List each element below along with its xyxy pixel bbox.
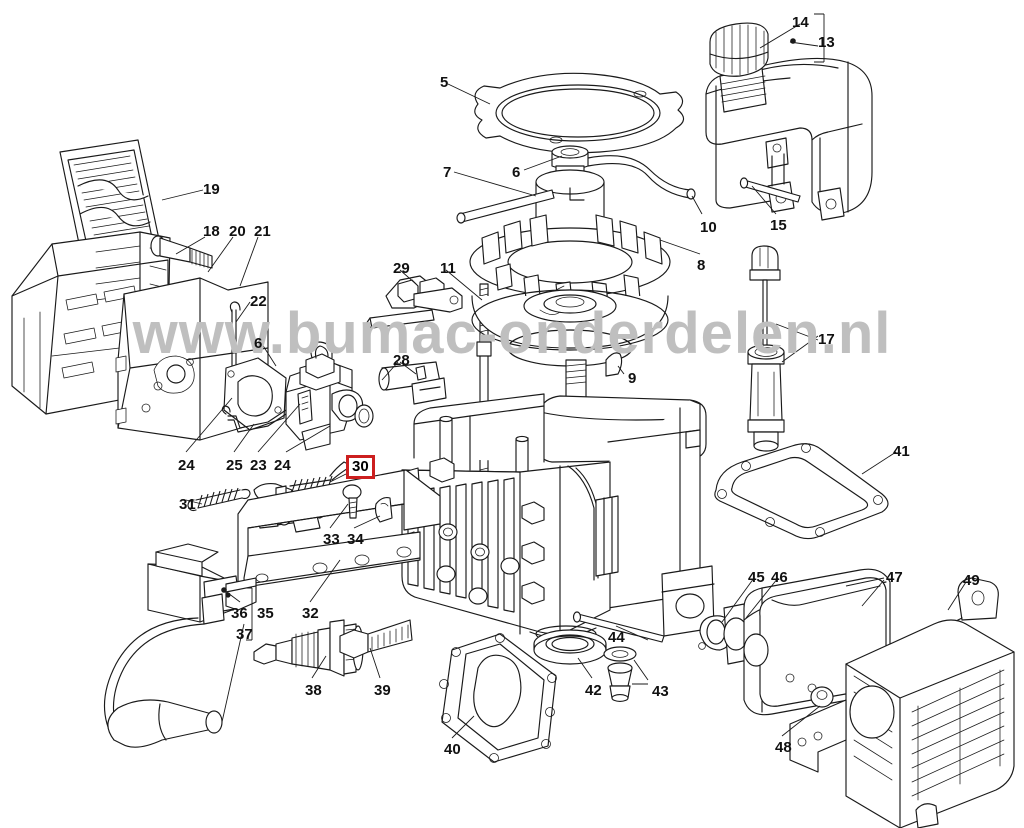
callout-45: 45 — [748, 569, 765, 586]
leader-dot-13 — [790, 38, 796, 44]
callout-29: 29 — [393, 260, 410, 277]
callout-6: 6 — [254, 335, 263, 352]
part-37-spark-plug-boot — [107, 699, 223, 748]
callout-33: 33 — [323, 531, 340, 548]
callout-40: 40 — [444, 741, 461, 758]
part-28-breather-tube — [378, 361, 447, 405]
part-19-air-filter-element — [59, 139, 161, 259]
engine-block — [401, 359, 715, 643]
part-9-key — [605, 352, 623, 377]
callout-24: 24 — [178, 457, 195, 474]
part-49-muffler-guard — [789, 577, 1015, 828]
callout-49: 49 — [963, 572, 980, 589]
part-18-bolt — [150, 235, 213, 269]
callout-25: 25 — [226, 457, 243, 474]
callout-32: 32 — [302, 605, 319, 622]
callout-30-highlighted: 30 — [346, 455, 375, 479]
part-14-fuel-cap — [709, 22, 769, 77]
part-25-insulator-spacer — [221, 405, 287, 433]
part-33-screw — [342, 484, 362, 519]
callout-24: 24 — [274, 457, 291, 474]
callout-44: 44 — [608, 629, 625, 646]
callout-34: 34 — [347, 531, 364, 548]
part-35-ignition-coil-assembly — [103, 543, 257, 748]
callout-15: 15 — [770, 217, 787, 234]
leader-lines — [161, 13, 967, 739]
callout-43: 43 — [652, 683, 669, 700]
callout-11: 11 — [440, 260, 456, 277]
callout-42: 42 — [585, 682, 602, 699]
part-41-sump-gasket — [714, 443, 889, 540]
callout-22: 22 — [250, 293, 267, 310]
callout-8: 8 — [697, 257, 706, 274]
callout-31: 31 — [179, 496, 196, 513]
callout-39: 39 — [374, 682, 391, 699]
callout-47: 47 — [886, 569, 903, 586]
leader-dot-36 — [221, 587, 227, 593]
callout-21: 21 — [254, 223, 271, 240]
part-46-muffler-flange — [723, 603, 749, 665]
callout-28: 28 — [393, 352, 410, 369]
part-23-carburetor — [285, 341, 374, 451]
callout-6: 6 — [512, 164, 521, 181]
callout-38: 38 — [305, 682, 322, 699]
part-43-drain-plug-and-washer — [603, 646, 637, 702]
part-17-dipstick-and-tube — [747, 245, 785, 452]
callout-20: 20 — [229, 223, 246, 240]
part-39-bolt — [339, 619, 413, 659]
part-15-pin — [739, 177, 801, 203]
part-48-bolt — [810, 686, 834, 708]
part-13-fuel-tank — [705, 22, 873, 221]
part-7-rod — [456, 189, 555, 224]
part-24-gasket-left — [223, 357, 287, 431]
callout-46: 46 — [771, 569, 788, 586]
callout-9: 9 — [628, 370, 637, 387]
callout-23: 23 — [250, 457, 267, 474]
callout-18: 18 — [203, 223, 220, 240]
part-10-fuel-line — [587, 155, 696, 200]
part-29-ignition-coil-bracket — [365, 275, 463, 329]
callout-7: 7 — [443, 164, 452, 181]
callout-14: 14 — [792, 14, 809, 31]
callout-41: 41 — [893, 443, 910, 460]
callout-13: 13 — [818, 34, 835, 51]
part-40-crankcase-gasket — [439, 633, 557, 763]
callout-19: 19 — [203, 181, 220, 198]
callout-10: 10 — [700, 219, 717, 236]
callout-37: 37 — [236, 626, 253, 643]
part-38-spark-plug — [253, 619, 364, 677]
callout-17: 17 — [818, 331, 835, 348]
part-31-spring — [187, 487, 251, 512]
part-34-clip — [374, 497, 393, 523]
callout-36: 36 — [231, 605, 248, 622]
callout-48: 48 — [775, 739, 792, 756]
callout-35: 35 — [257, 605, 274, 622]
part-42-oil-seal — [533, 629, 607, 665]
part-5-blower-housing-gasket — [474, 72, 685, 154]
callout-5: 5 — [440, 74, 449, 91]
part-8-flywheel-fan — [469, 169, 671, 367]
